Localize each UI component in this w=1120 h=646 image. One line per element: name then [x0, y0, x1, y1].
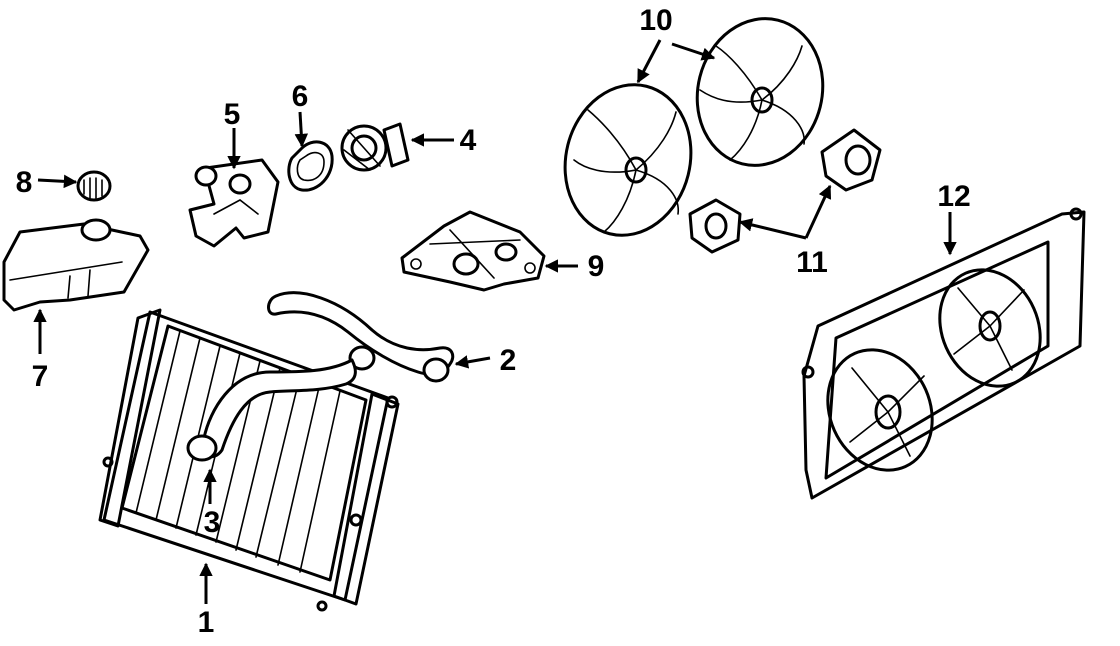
- callout-3: 3: [204, 506, 221, 539]
- water-pump: [400, 210, 546, 292]
- fan-motor-upper: [820, 128, 882, 192]
- upper-radiator-hose: [267, 291, 455, 383]
- callout-5: 5: [224, 98, 241, 131]
- reservoir-cap: [76, 170, 112, 202]
- callout-1: 1: [198, 606, 215, 639]
- callout-4: 4: [460, 124, 477, 157]
- callout-6: 6: [292, 80, 309, 113]
- callout-2: 2: [500, 344, 517, 377]
- callout-7: 7: [32, 360, 49, 393]
- callout-9: 9: [588, 250, 605, 283]
- callout-11: 11: [796, 246, 828, 279]
- coolant-reservoir: [2, 218, 150, 312]
- fan-blade-front: [563, 83, 693, 237]
- callout-8: 8: [16, 166, 33, 199]
- callout-12: 12: [937, 180, 970, 213]
- fan-shroud-assembly: [801, 207, 1086, 500]
- water-outlet: [188, 158, 280, 248]
- fan-motor-lower: [688, 198, 742, 254]
- fan-blade-rear: [695, 17, 825, 167]
- lower-radiator-hose: [186, 358, 357, 462]
- thermostat-gasket: [287, 140, 334, 192]
- callout-10: 10: [639, 4, 672, 37]
- thermostat: [340, 122, 410, 172]
- leader-lines: [33, 39, 957, 604]
